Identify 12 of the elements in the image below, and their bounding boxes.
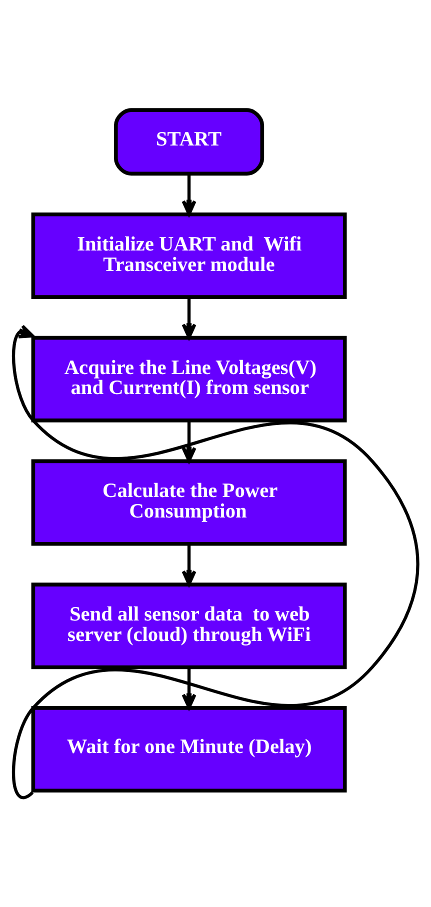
arrow	[182, 666, 196, 709]
arrow	[182, 420, 196, 462]
node-box: Initialize UART and Wifi Transceiver module	[31, 212, 347, 298]
node-box: Wait for one Minute (Delay)	[31, 706, 347, 792]
node-box: Calculate the Power Consumption	[31, 458, 347, 546]
arrow	[182, 296, 196, 338]
node-box: Send all sensor data to web server (cloud) through WiFi	[31, 582, 347, 669]
node-box: Acquire the Line Voltages(V) and Current(I) from sensor	[31, 335, 347, 422]
node-box: START	[114, 108, 264, 176]
arrow	[182, 174, 196, 216]
arrow	[182, 544, 196, 586]
arrow	[12, 324, 420, 798]
